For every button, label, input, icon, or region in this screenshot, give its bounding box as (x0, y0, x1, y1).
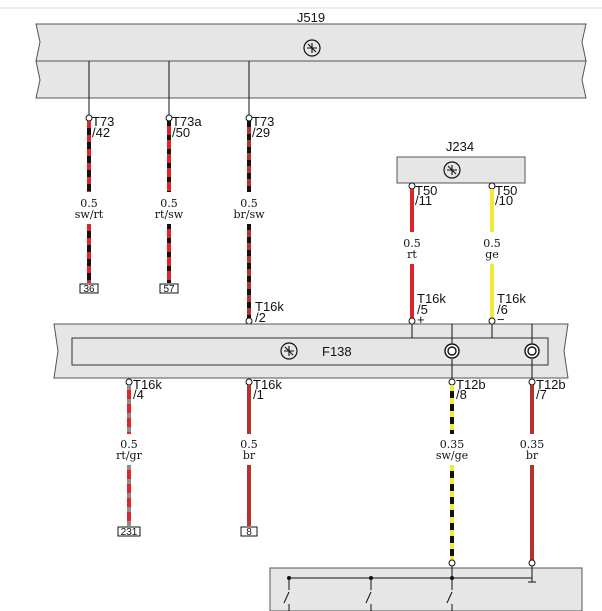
lwire1-ref-box (117, 526, 141, 537)
wire4-pin-top: T50 (415, 183, 437, 198)
f138-inner-panel (71, 337, 549, 366)
lwire1-color: rt/gr (116, 449, 142, 462)
pin-connector-t12b-7 (528, 378, 536, 386)
switch-contact-3 (446, 576, 454, 611)
wire5-color: ge (485, 248, 499, 261)
pin-connector-t16k-1 (245, 378, 253, 386)
lwire2-pin-num: /1 (253, 387, 264, 402)
wire3-pin-bottom: T16k (255, 299, 284, 314)
wire1-ref-box (79, 283, 99, 294)
f138-terminal-8-icon (444, 343, 460, 359)
wire2-ref-box (159, 283, 179, 294)
lwire4-pin-top: T12b (536, 377, 566, 392)
wire3-color: br/sw (233, 208, 265, 221)
j234-unit-icon (443, 161, 461, 179)
wire4-size: 0.5 (403, 237, 421, 250)
lwire1-size: 0.5 (120, 438, 138, 451)
lwire1-pin-top: T16k (133, 377, 162, 392)
lwire2-pin-top: T16k (253, 377, 282, 392)
wire1-ref-text: 36 (83, 284, 95, 295)
pin-connector-t16k-4 (125, 378, 133, 386)
switch-contact-1 (283, 576, 291, 611)
pin-connector-t12b-8 (448, 378, 456, 386)
switch-assembly-panel (269, 567, 583, 611)
wire3-bottom-connector (245, 317, 253, 325)
wire3-size: 0.5 (240, 197, 258, 210)
j519-label: J519 (297, 10, 325, 25)
wire5-bottom-connector (488, 317, 496, 325)
lwire2-ref-box (240, 526, 258, 537)
lwire2-color: br (243, 449, 256, 462)
wire2-size: 0.5 (160, 197, 178, 210)
f138-terminal-7-icon (524, 343, 540, 359)
wire2-pin-num: /50 (172, 125, 190, 140)
wire4-pin-bottom: T16k (417, 291, 446, 306)
wire1-pin-num: /42 (92, 125, 110, 140)
wire5-size: 0.5 (483, 237, 501, 250)
lwire3-size: 0.35 (440, 438, 465, 451)
lwire3-pin-num: /8 (456, 387, 467, 402)
wire5-polarity: − (497, 312, 505, 327)
wire4-color: rt (407, 248, 417, 261)
lwire4-size: 0.35 (520, 438, 545, 451)
wire5-pin-top: T50 (495, 183, 517, 198)
wire3-pin-bottom-num: /2 (255, 310, 266, 325)
lwire2-ref-text: 8 (246, 527, 252, 538)
j519-lower-panel (35, 60, 587, 99)
f138-unit-icon (280, 342, 298, 360)
lwire1-ref-text: 231 (121, 527, 138, 538)
wire4-pin-bottom-num: /5 (417, 302, 428, 317)
wire2-pin-top: T73a (172, 114, 202, 129)
wire1-color: sw/rt (75, 208, 104, 221)
lwire4-color: br (526, 449, 539, 462)
wire5-pin-num: /10 (495, 193, 513, 208)
wire1-pin-top: T73 (92, 114, 114, 129)
wire3-pin-num: /29 (252, 125, 270, 140)
switch-contact-2 (365, 576, 373, 611)
wire2-ref-text: 57 (163, 284, 175, 295)
j234-panel (396, 156, 526, 184)
wire4-pin-num: /11 (415, 193, 432, 208)
lwire3-bottom-connector (448, 559, 456, 567)
lwire2-size: 0.5 (240, 438, 258, 451)
j234-label: J234 (446, 139, 474, 154)
wire4-polarity: + (417, 312, 425, 327)
lwire4-bottom-connector (528, 559, 536, 567)
wire5-pin-bottom-num: /6 (497, 302, 508, 317)
wire2-color: rt/sw (155, 208, 184, 221)
wire4-bottom-connector (408, 317, 416, 325)
lwire4-pin-num: /7 (536, 387, 547, 402)
wire3-pin-top: T73 (252, 114, 274, 129)
j519-unit-icon (303, 39, 321, 57)
wire1-size: 0.5 (80, 197, 98, 210)
f138-label: F138 (322, 344, 352, 359)
wire5-pin-bottom: T16k (497, 291, 526, 306)
lwire1-pin-num: /4 (133, 387, 144, 402)
lwire3-pin-top: T12b (456, 377, 486, 392)
lwire3-color: sw/ge (436, 449, 468, 462)
